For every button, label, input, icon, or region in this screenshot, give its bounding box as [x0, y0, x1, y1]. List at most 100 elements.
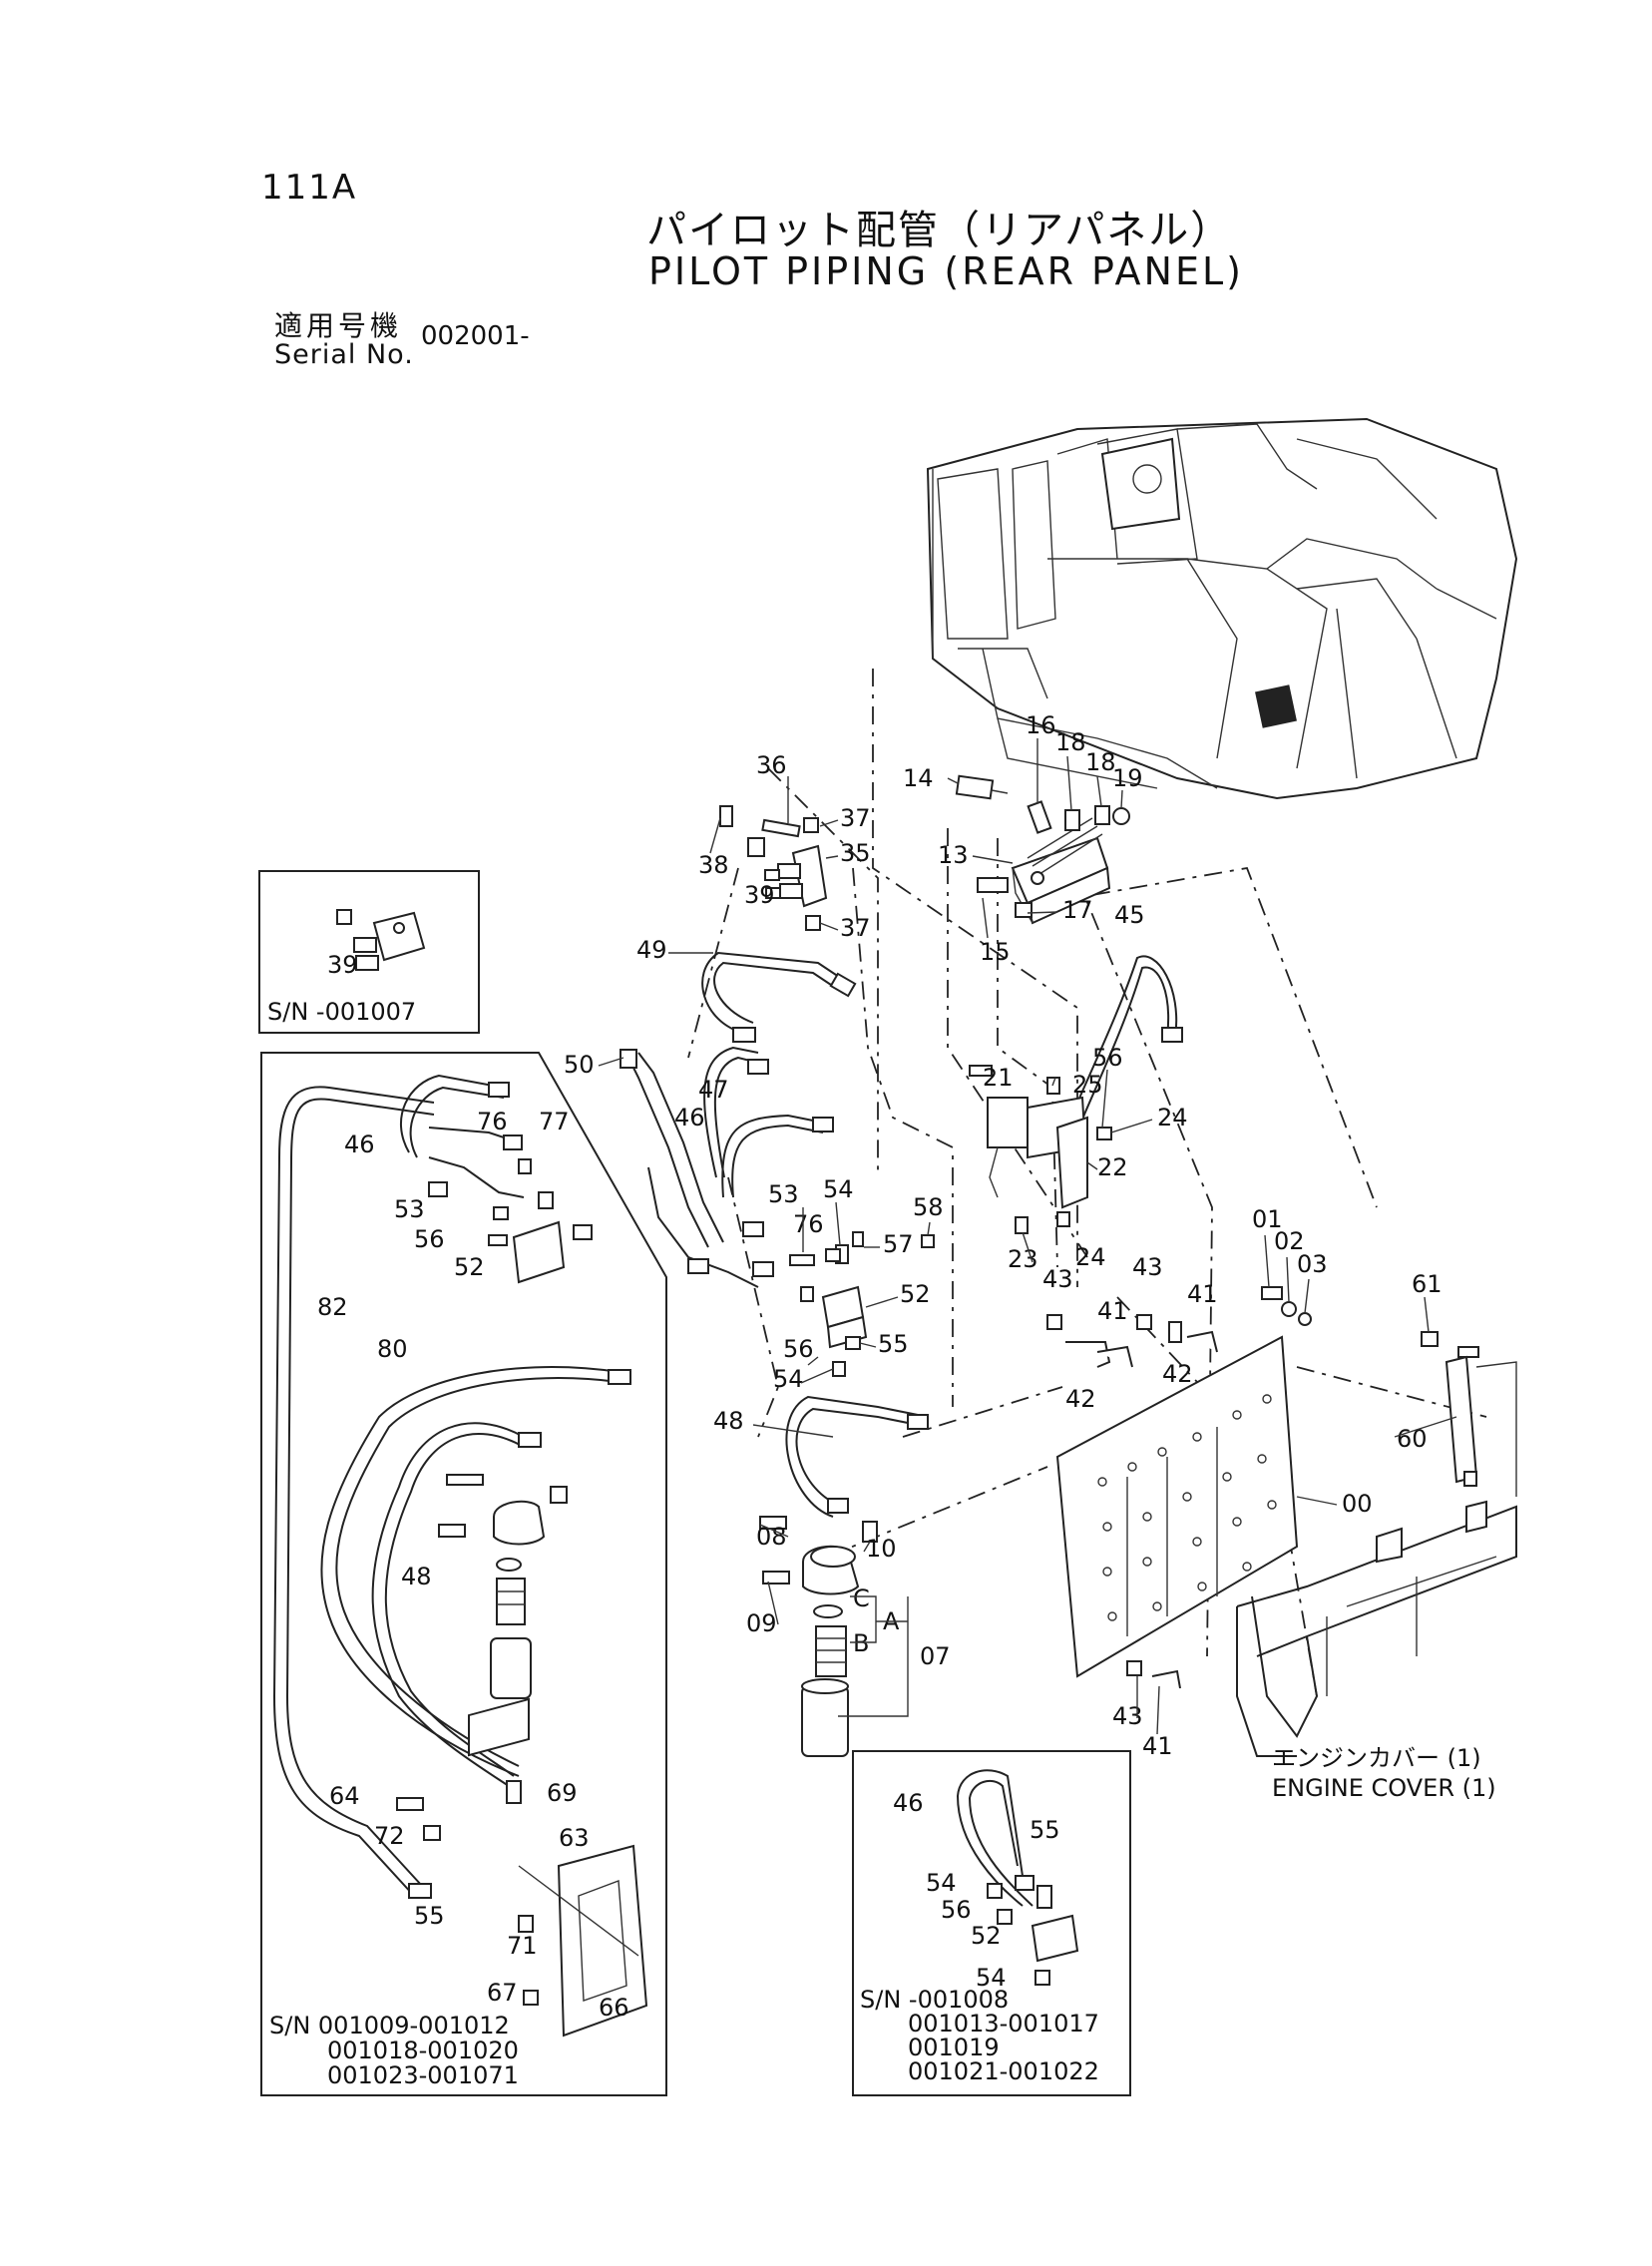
callout-52-inset-b: 52: [971, 1922, 1002, 1950]
callout-39: 39: [744, 881, 775, 909]
callout-63-inset: 63: [559, 1824, 590, 1852]
callouts-main: 36 37 35 38 39 37 49 14 16 18 18 19 13 1…: [564, 711, 1443, 1760]
sn-left-large-3: 001023-001071: [327, 2061, 519, 2089]
callout-54b: 54: [773, 1365, 804, 1393]
serial-label-english: Serial No.: [274, 339, 414, 370]
callout-41: 41: [1187, 1280, 1218, 1308]
inset-bottom-center-labels: 46 55 54 56 52 54 S/N -001008 001013-001…: [860, 1789, 1099, 2085]
callout-24b: 24: [1075, 1243, 1106, 1271]
callout-41c: 41: [1142, 1732, 1173, 1760]
leader-lines: [598, 738, 1457, 1735]
inset-left-large-drawing: [272, 1074, 648, 2038]
callout-48-inset: 48: [401, 1563, 432, 1590]
callout-66-inset: 66: [599, 1994, 629, 2022]
callout-50: 50: [564, 1051, 595, 1079]
callout-16: 16: [1026, 711, 1056, 739]
callout-57: 57: [883, 1230, 914, 1258]
callout-72-inset: 72: [374, 1822, 405, 1850]
callout-01: 01: [1252, 1205, 1283, 1233]
serial-label-japanese: 適用号機: [274, 309, 403, 342]
callout-69-inset: 69: [547, 1779, 578, 1807]
callout-52: 52: [900, 1280, 931, 1308]
valve-block-35: [719, 805, 828, 931]
callout-10: 10: [866, 1535, 897, 1563]
callout-55: 55: [878, 1330, 909, 1358]
callout-45: 45: [1114, 901, 1145, 929]
callout-02: 02: [1274, 1227, 1305, 1255]
page-code: 111A: [261, 168, 358, 208]
callout-41b: 41: [1097, 1297, 1128, 1325]
callout-46-inset: 46: [344, 1131, 375, 1158]
callout-58: 58: [913, 1193, 944, 1221]
filter-assembly-07: [759, 1516, 878, 1757]
callout-24: 24: [1157, 1104, 1188, 1132]
sn-top-left: S/N -001007: [267, 998, 416, 1026]
callout-43: 43: [1042, 1265, 1073, 1293]
inset-frame-left-large: [260, 1052, 667, 2096]
callout-77-inset: 77: [539, 1108, 570, 1135]
title-english: PILOT PIPING (REAR PANEL): [648, 249, 1244, 293]
callout-22: 22: [1097, 1153, 1128, 1181]
callout-56: 56: [1092, 1044, 1123, 1072]
callout-61: 61: [1412, 1270, 1443, 1298]
callout-56b: 56: [783, 1335, 814, 1363]
callout-B: B: [853, 1629, 869, 1657]
sn-left-large-1: S/N 001009-001012: [269, 2012, 510, 2039]
callout-38: 38: [698, 851, 729, 879]
sn-left-large-2: 001018-001020: [327, 2037, 519, 2064]
brackets: [1046, 1286, 1439, 1689]
engine-cover-en: ENGINE COVER (1): [1272, 1774, 1496, 1802]
callout-43c: 43: [1112, 1702, 1143, 1730]
callout-37: 37: [840, 804, 871, 832]
callout-55-inset-b: 55: [1030, 1816, 1060, 1844]
callout-48: 48: [713, 1407, 744, 1435]
callout-13: 13: [938, 841, 969, 869]
callout-18b: 18: [1085, 748, 1116, 776]
inset-top-left-labels: 39 S/N -001007: [267, 951, 416, 1026]
callout-80-inset: 80: [377, 1335, 408, 1363]
valve-block-52: [789, 1231, 935, 1377]
callout-76-inset: 76: [477, 1108, 508, 1135]
callout-60: 60: [1397, 1425, 1428, 1453]
callout-71-inset: 71: [507, 1932, 538, 1960]
inset-frame-bottom-center: [852, 1750, 1131, 2096]
callout-00: 00: [1342, 1490, 1373, 1518]
callout-53: 53: [768, 1180, 799, 1208]
callout-43b: 43: [1132, 1253, 1163, 1281]
callout-15: 15: [980, 938, 1011, 966]
callout-36: 36: [756, 751, 787, 779]
callout-64-inset: 64: [329, 1782, 360, 1810]
inset-top-left-drawing: [336, 909, 426, 971]
callout-76: 76: [793, 1210, 824, 1238]
callout-47: 47: [698, 1076, 729, 1104]
callout-37b: 37: [840, 914, 871, 942]
callout-39-inset: 39: [327, 951, 358, 979]
title-japanese: パイロット配管（リアパネル）: [646, 208, 1233, 253]
callout-18: 18: [1055, 728, 1086, 756]
callout-53-inset: 53: [394, 1195, 425, 1223]
sn-bottom-center-4: 001021-001022: [908, 2057, 1099, 2085]
serial-value: 002001-: [421, 321, 530, 351]
callout-21: 21: [983, 1064, 1014, 1092]
inset-left-large-labels: 46 76 77 53 56 52 82 80 48 64 69 72 63 5…: [269, 1108, 629, 2089]
callout-46: 46: [674, 1104, 705, 1132]
callout-17: 17: [1062, 896, 1093, 924]
callout-67-inset: 67: [487, 1979, 518, 2007]
callout-03: 03: [1297, 1250, 1328, 1278]
callout-C: C: [853, 1585, 870, 1612]
callout-23: 23: [1008, 1245, 1038, 1273]
inset-bottom-center-drawing: [956, 1769, 1079, 1986]
engine-cover-label: エンジンカバー (1) ENGINE COVER (1): [1272, 1744, 1496, 1802]
callout-55-inset: 55: [414, 1902, 445, 1930]
callout-82-inset: 82: [317, 1293, 348, 1321]
callout-46-inset-b: 46: [893, 1789, 924, 1817]
callout-54-inset-b: 54: [926, 1869, 957, 1897]
rear-panel-00: [1055, 1335, 1299, 1678]
callout-07: 07: [920, 1642, 951, 1670]
callout-19: 19: [1112, 764, 1143, 792]
callout-56-inset-b: 56: [941, 1896, 972, 1924]
callout-42: 42: [1065, 1385, 1096, 1413]
callout-54: 54: [823, 1175, 854, 1203]
machine-body-drawing: [926, 417, 1518, 800]
callout-49: 49: [636, 936, 667, 964]
